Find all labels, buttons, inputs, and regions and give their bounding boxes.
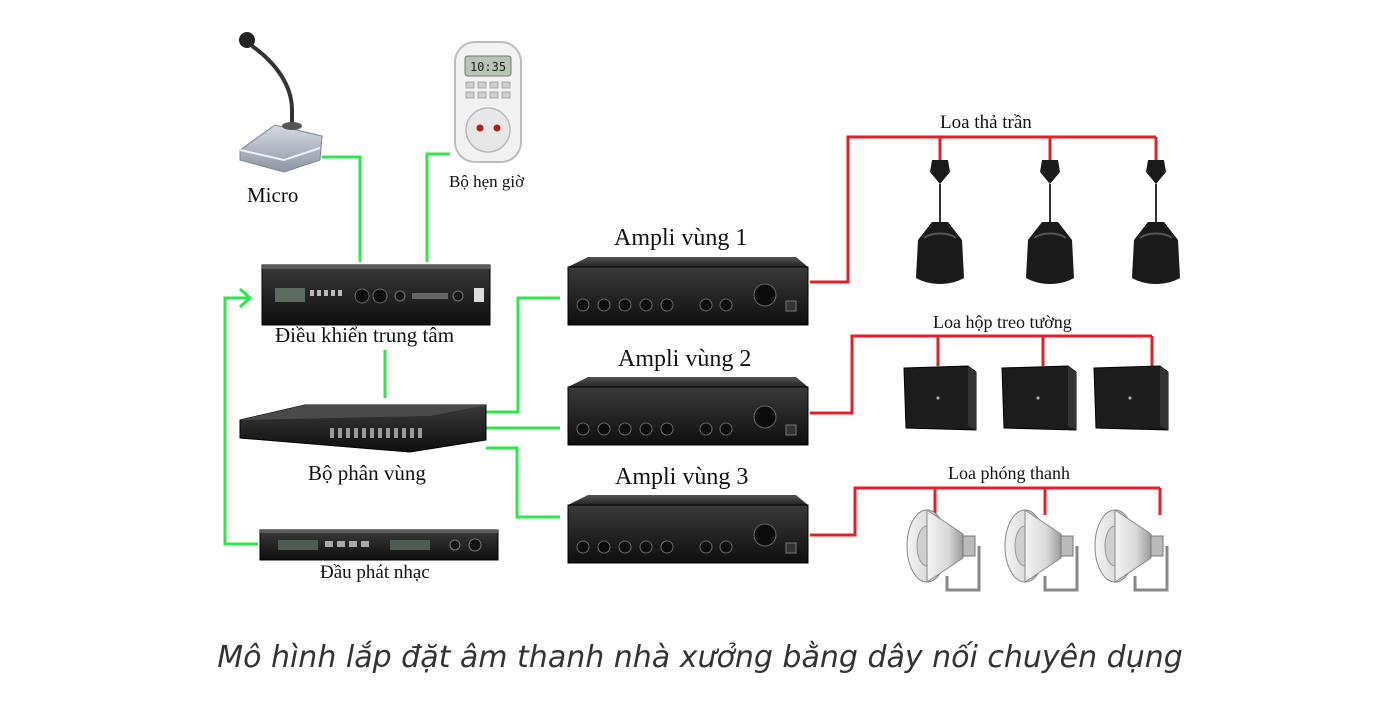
ceiling-speaker-2: [1026, 160, 1074, 284]
line-zoner-amp3: [486, 446, 560, 519]
horn-speaker-3: [1094, 509, 1169, 592]
ceiling-speaker-3: [1132, 160, 1180, 284]
line-amp3-horn: [810, 486, 1160, 537]
wall-speaker-2: [1001, 365, 1077, 431]
ceiling-speaker-1: [916, 160, 964, 284]
label-zone-selector: Bộ phân vùng: [308, 461, 426, 485]
line-micro-central: [322, 155, 362, 262]
line-amp1-ceiling: [810, 135, 1156, 284]
speaker-lines: [810, 135, 1162, 537]
diagram-caption: Mô hình lắp đặt âm thanh nhà xưởng bằng …: [217, 640, 1183, 675]
label-horn-speakers: Loa phóng thanh: [948, 463, 1070, 483]
signal-lines: [223, 152, 560, 546]
label-ceiling-speakers: Loa thả trần: [940, 112, 1032, 133]
line-zoner-amp1: [486, 296, 560, 414]
label-wall-speakers: Loa hộp treo tường: [933, 312, 1072, 332]
label-micro: Micro: [247, 183, 299, 207]
microphone-icon: [239, 32, 323, 173]
music-player-device: [259, 529, 499, 561]
line-amp2-wallbox: [810, 334, 1152, 415]
horn-speaker-2: [1004, 509, 1079, 592]
label-amp-1: Ampli vùng 1: [614, 225, 748, 251]
label-music-player: Đầu phát nhạc: [320, 562, 430, 583]
amplifier-2: [567, 377, 809, 446]
label-amp-3: Ampli vùng 3: [615, 464, 749, 490]
line-player-central: [223, 296, 258, 546]
line-timer-central: [425, 152, 450, 262]
timer-icon: 10:35: [454, 41, 522, 163]
timer-display: 10:35: [470, 60, 506, 74]
line-central-arrow: [238, 287, 253, 309]
label-timer: Bộ hẹn giờ: [449, 172, 525, 191]
central-control-device: [261, 264, 491, 326]
label-amp-2: Ampli vùng 2: [618, 346, 752, 372]
amplifier-1: [567, 257, 809, 326]
horn-speaker-1: [906, 509, 981, 592]
wall-speaker-1: [903, 365, 977, 431]
amplifier-3: [567, 495, 809, 564]
zone-selector-device: [239, 404, 487, 453]
wall-speaker-3: [1093, 365, 1169, 431]
label-central-control: Điều khiển trung tâm: [275, 323, 455, 347]
